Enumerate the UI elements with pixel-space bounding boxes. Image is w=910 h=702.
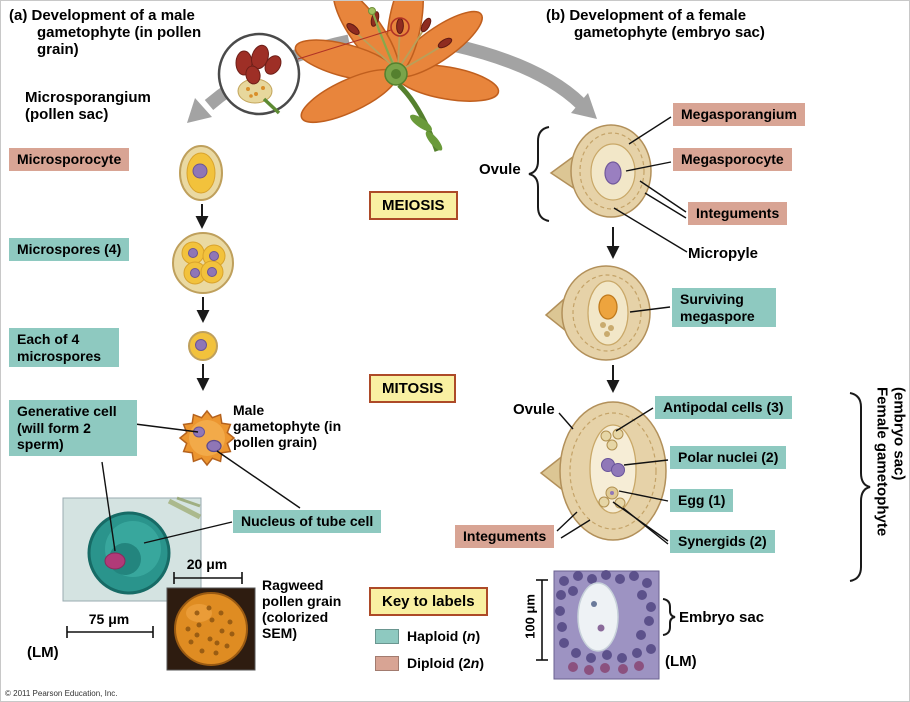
integuments-box-2: Integuments [455,525,555,548]
ovule-stage1 [549,124,652,218]
lm-label-a: (LM) [27,644,59,661]
ovule-stage3-embryo-sac [539,401,667,541]
embryo-sac-micrograph [553,570,660,680]
flow-arrows [195,204,620,393]
key-haploid-row: Haploid (n) [375,628,480,644]
integuments-box-1: Integuments [688,202,788,225]
anther-magnifier-circle [217,32,301,116]
haploid-swatch [375,628,399,644]
antipodal-cells-box: Antipodal cells (3) [655,396,792,419]
ovule-label-2: Ovule [513,401,555,418]
scale-100um-label: 100 μm [522,594,538,639]
megasporangium-box: Megasporangium [673,103,805,126]
pollen-sem-image [166,587,256,671]
egg-box: Egg (1) [670,489,734,512]
single-microspore-cell [188,331,218,361]
generative-cell-box: Generative cell (will form 2 sperm) [9,400,137,456]
connector-lines [101,116,688,552]
megasporocyte-box: Megasporocyte [673,148,792,171]
microspores-box: Microspores (4) [9,238,130,261]
microsporocyte-cell [179,145,223,201]
synergids-box: Synergids (2) [670,530,775,553]
surviving-megaspore-box: Surviving megaspore [672,288,776,328]
scale-bars [66,572,548,661]
female-gametophyte-vertical-label: Female gametophyte (embryo sac) [873,387,908,537]
polar-nuclei-box: Polar nuclei (2) [670,446,787,469]
male-gametophyte-label: Male gametophyte (in pollen grain) [233,402,342,450]
scale-20um-label: 20 μm [186,556,228,572]
anther-highlight-circle [297,17,410,60]
microspore-tetrad-cell [172,232,234,294]
nucleus-of-tube-cell-box: Nucleus of tube cell [233,510,382,533]
ovule-stage2 [544,265,651,361]
key-diploid-row: Diploid (2n) [375,655,484,671]
pollen-micrograph-lm [62,496,202,602]
meiosis-box: MEIOSIS [369,191,458,220]
microsporangium-label: Microsporangium (pollen sac) [25,89,151,124]
microsporocyte-box: Microsporocyte [9,148,130,171]
panel-a-title: (a) Development of a male gametophyte (i… [9,7,202,59]
key-to-labels-box: Key to labels [369,587,488,616]
diploid-swatch [375,655,399,671]
haploid-label: Haploid (n) [407,628,481,644]
ragweed-caption: Ragweed pollen grain (colorized SEM) [262,577,342,641]
diploid-label: Diploid (2n) [407,655,485,671]
gray-arrow-right [451,38,597,119]
each-of-4-microspores-box: Each of 4 microspores [9,328,119,368]
panel-b-title: (b) Development of a female gametophyte … [546,7,765,42]
micropyle-label: Micropyle [688,245,759,262]
lm-label-b: (LM) [665,653,697,670]
embryo-sac-label: Embryo sac [679,609,765,626]
ovule-label-1: Ovule [479,161,521,178]
mitosis-box: MITOSIS [369,374,457,403]
pollen-grain-illustration [178,409,236,467]
flower-illustration [294,1,500,152]
copyright-notice: © 2011 Pearson Education, Inc. [5,689,118,698]
brackets [528,126,871,636]
scale-75um-label: 75 μm [88,611,130,627]
